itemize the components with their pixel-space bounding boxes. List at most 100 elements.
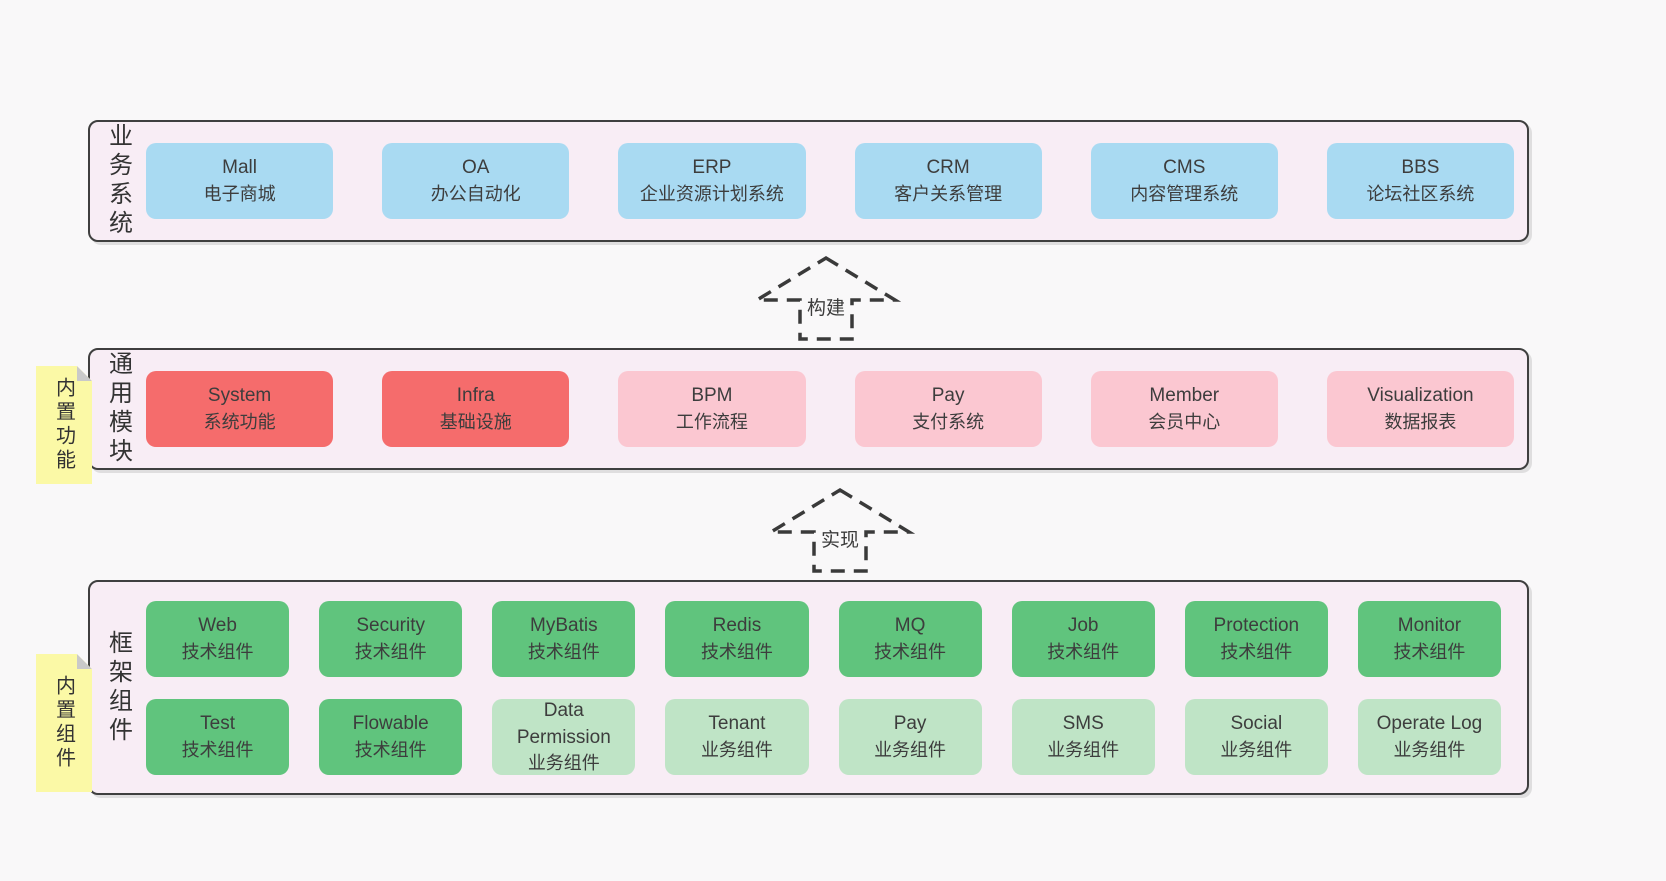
box-subtitle: 数据报表 — [1384, 411, 1457, 432]
box-subtitle: 业务组件 — [1220, 739, 1293, 760]
box-flowable: Flowable 技术组件 — [319, 699, 463, 775]
box-subtitle: 会员中心 — [1148, 411, 1221, 432]
box-name: BBS — [1401, 157, 1440, 179]
box-name: System — [207, 385, 272, 407]
framework-components-grid: Web 技术组件 Security 技术组件 MyBatis 技术组件 Redi… — [146, 582, 1527, 793]
box-name: CRM — [926, 157, 970, 179]
box-subtitle: 业务组件 — [527, 752, 600, 773]
box-name: MQ — [894, 615, 926, 637]
box-name: SMS — [1062, 713, 1104, 735]
box-visualization: Visualization 数据报表 — [1326, 371, 1515, 447]
box-subtitle: 技术组件 — [1393, 641, 1466, 662]
box-bbs: BBS 论坛社区系统 — [1326, 143, 1515, 219]
box-subtitle: 工作流程 — [675, 411, 748, 432]
box-bpm: BPM 工作流程 — [618, 371, 806, 447]
box-name: Visualization — [1367, 385, 1474, 407]
box-cms: CMS 内容管理系统 — [1090, 143, 1278, 219]
business-systems-label: 业务系统 — [104, 123, 132, 239]
framework-components-label-column: 框架组件 — [90, 582, 146, 793]
box-mybatis: MyBatis 技术组件 — [492, 601, 636, 677]
build-arrow: 构建 — [751, 254, 901, 342]
box-monitor: Monitor 技术组件 — [1357, 601, 1501, 677]
business-systems-label-column: 业务系统 — [90, 122, 146, 240]
box-subtitle: 支付系统 — [912, 411, 985, 432]
box-subtitle: 业务组件 — [1393, 739, 1466, 760]
box-redis: Redis 技术组件 — [665, 601, 809, 677]
box-member: Member 会员中心 — [1090, 371, 1278, 447]
box-subtitle: 业务组件 — [1047, 739, 1120, 760]
framework-components-label: 框架组件 — [104, 629, 132, 746]
built-in-functions-note-text: 内置功能 — [52, 377, 75, 473]
box-name: MyBatis — [530, 615, 598, 637]
business-systems-boxes: Mall 电子商城 OA 办公自动化 ERP 企业资源计划系统 CRM 客户关系… — [146, 122, 1527, 240]
business-systems-panel: 业务系统 Mall 电子商城 OA 办公自动化 ERP 企业资源计划系统 CRM… — [88, 120, 1529, 242]
box-subtitle: 内容管理系统 — [1130, 183, 1239, 204]
common-modules-label: 通用模块 — [104, 351, 132, 467]
box-name: Test — [200, 713, 235, 735]
box-protection: Protection 技术组件 — [1184, 601, 1328, 677]
box-subtitle: 技术组件 — [1220, 641, 1293, 662]
framework-components-panel: 框架组件 Web 技术组件 Security 技术组件 MyBatis 技术组件… — [88, 580, 1529, 795]
box-name: Monitor — [1397, 615, 1462, 637]
box-subtitle: 技术组件 — [181, 739, 254, 760]
box-name: Job — [1067, 615, 1099, 637]
box-subtitle: 论坛社区系统 — [1366, 183, 1475, 204]
box-data-permission: Data Permission 业务组件 — [492, 699, 636, 775]
box-subtitle: 技术组件 — [354, 739, 427, 760]
box-sms: SMS 业务组件 — [1011, 699, 1155, 775]
dashed-up-arrow-icon — [765, 487, 915, 573]
box-pay-component: Pay 业务组件 — [838, 699, 982, 775]
box-social: Social 业务组件 — [1184, 699, 1328, 775]
box-security: Security 技术组件 — [319, 601, 463, 677]
box-subtitle: 技术组件 — [700, 641, 773, 662]
implement-arrow-label: 实现 — [816, 524, 864, 553]
box-subtitle: 业务组件 — [700, 739, 773, 760]
box-name: Operate Log — [1376, 713, 1483, 735]
box-subtitle: 技术组件 — [874, 641, 947, 662]
box-subtitle: 客户关系管理 — [894, 183, 1003, 204]
box-name: Data Permission — [516, 700, 611, 748]
box-name: Redis — [712, 615, 762, 637]
common-modules-panel: 通用模块 System 系统功能 Infra 基础设施 BPM 工作流程 Pay… — [88, 348, 1529, 470]
box-name: ERP — [692, 157, 732, 179]
built-in-components-note-text: 内置组件 — [52, 675, 75, 771]
box-subtitle: 基础设施 — [439, 411, 512, 432]
box-subtitle: 系统功能 — [203, 411, 276, 432]
box-subtitle: 企业资源计划系统 — [639, 183, 784, 204]
box-name: Infra — [456, 385, 495, 407]
box-name: CMS — [1163, 157, 1206, 179]
box-name: Flowable — [352, 713, 429, 735]
box-name: Social — [1230, 713, 1283, 735]
box-mq: MQ 技术组件 — [838, 601, 982, 677]
box-subtitle: 技术组件 — [527, 641, 600, 662]
box-subtitle: 技术组件 — [1047, 641, 1120, 662]
box-job: Job 技术组件 — [1011, 601, 1155, 677]
box-crm: CRM 客户关系管理 — [854, 143, 1042, 219]
box-name: BPM — [691, 385, 733, 407]
box-name: Member — [1149, 385, 1220, 407]
built-in-components-note: 内置组件 — [36, 654, 92, 792]
box-name: Pay — [931, 385, 965, 407]
box-name: Protection — [1213, 615, 1300, 637]
box-subtitle: 技术组件 — [181, 641, 254, 662]
box-operate-log: Operate Log 业务组件 — [1357, 699, 1501, 775]
box-web: Web 技术组件 — [146, 601, 290, 677]
box-infra: Infra 基础设施 — [382, 371, 570, 447]
box-subtitle: 电子商城 — [203, 183, 276, 204]
box-name: Pay — [893, 713, 927, 735]
build-arrow-label: 构建 — [802, 292, 850, 321]
box-oa: OA 办公自动化 — [382, 143, 570, 219]
box-subtitle: 办公自动化 — [430, 183, 521, 204]
box-name: OA — [462, 157, 490, 179]
box-name: Mall — [222, 157, 257, 179]
box-subtitle: 业务组件 — [874, 739, 947, 760]
box-name: Tenant — [708, 713, 766, 735]
box-mall: Mall 电子商城 — [146, 143, 334, 219]
dashed-up-arrow-icon — [751, 255, 901, 341]
box-name: Web — [198, 615, 237, 637]
box-test: Test 技术组件 — [146, 699, 290, 775]
box-erp: ERP 企业资源计划系统 — [618, 143, 806, 219]
implement-arrow: 实现 — [765, 486, 915, 574]
box-tenant: Tenant 业务组件 — [665, 699, 809, 775]
common-modules-label-column: 通用模块 — [90, 350, 146, 468]
